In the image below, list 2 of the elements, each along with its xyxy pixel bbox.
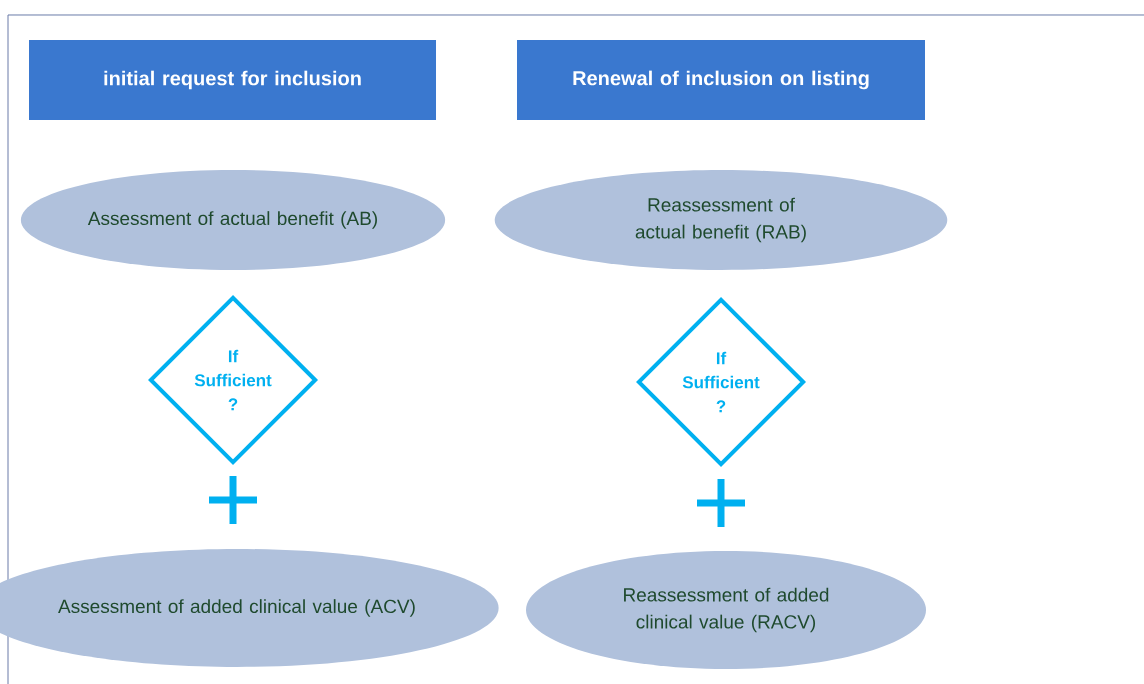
header-box: initial request for inclusion xyxy=(29,40,436,120)
header-box: Renewal of inclusion on listing xyxy=(517,40,925,120)
